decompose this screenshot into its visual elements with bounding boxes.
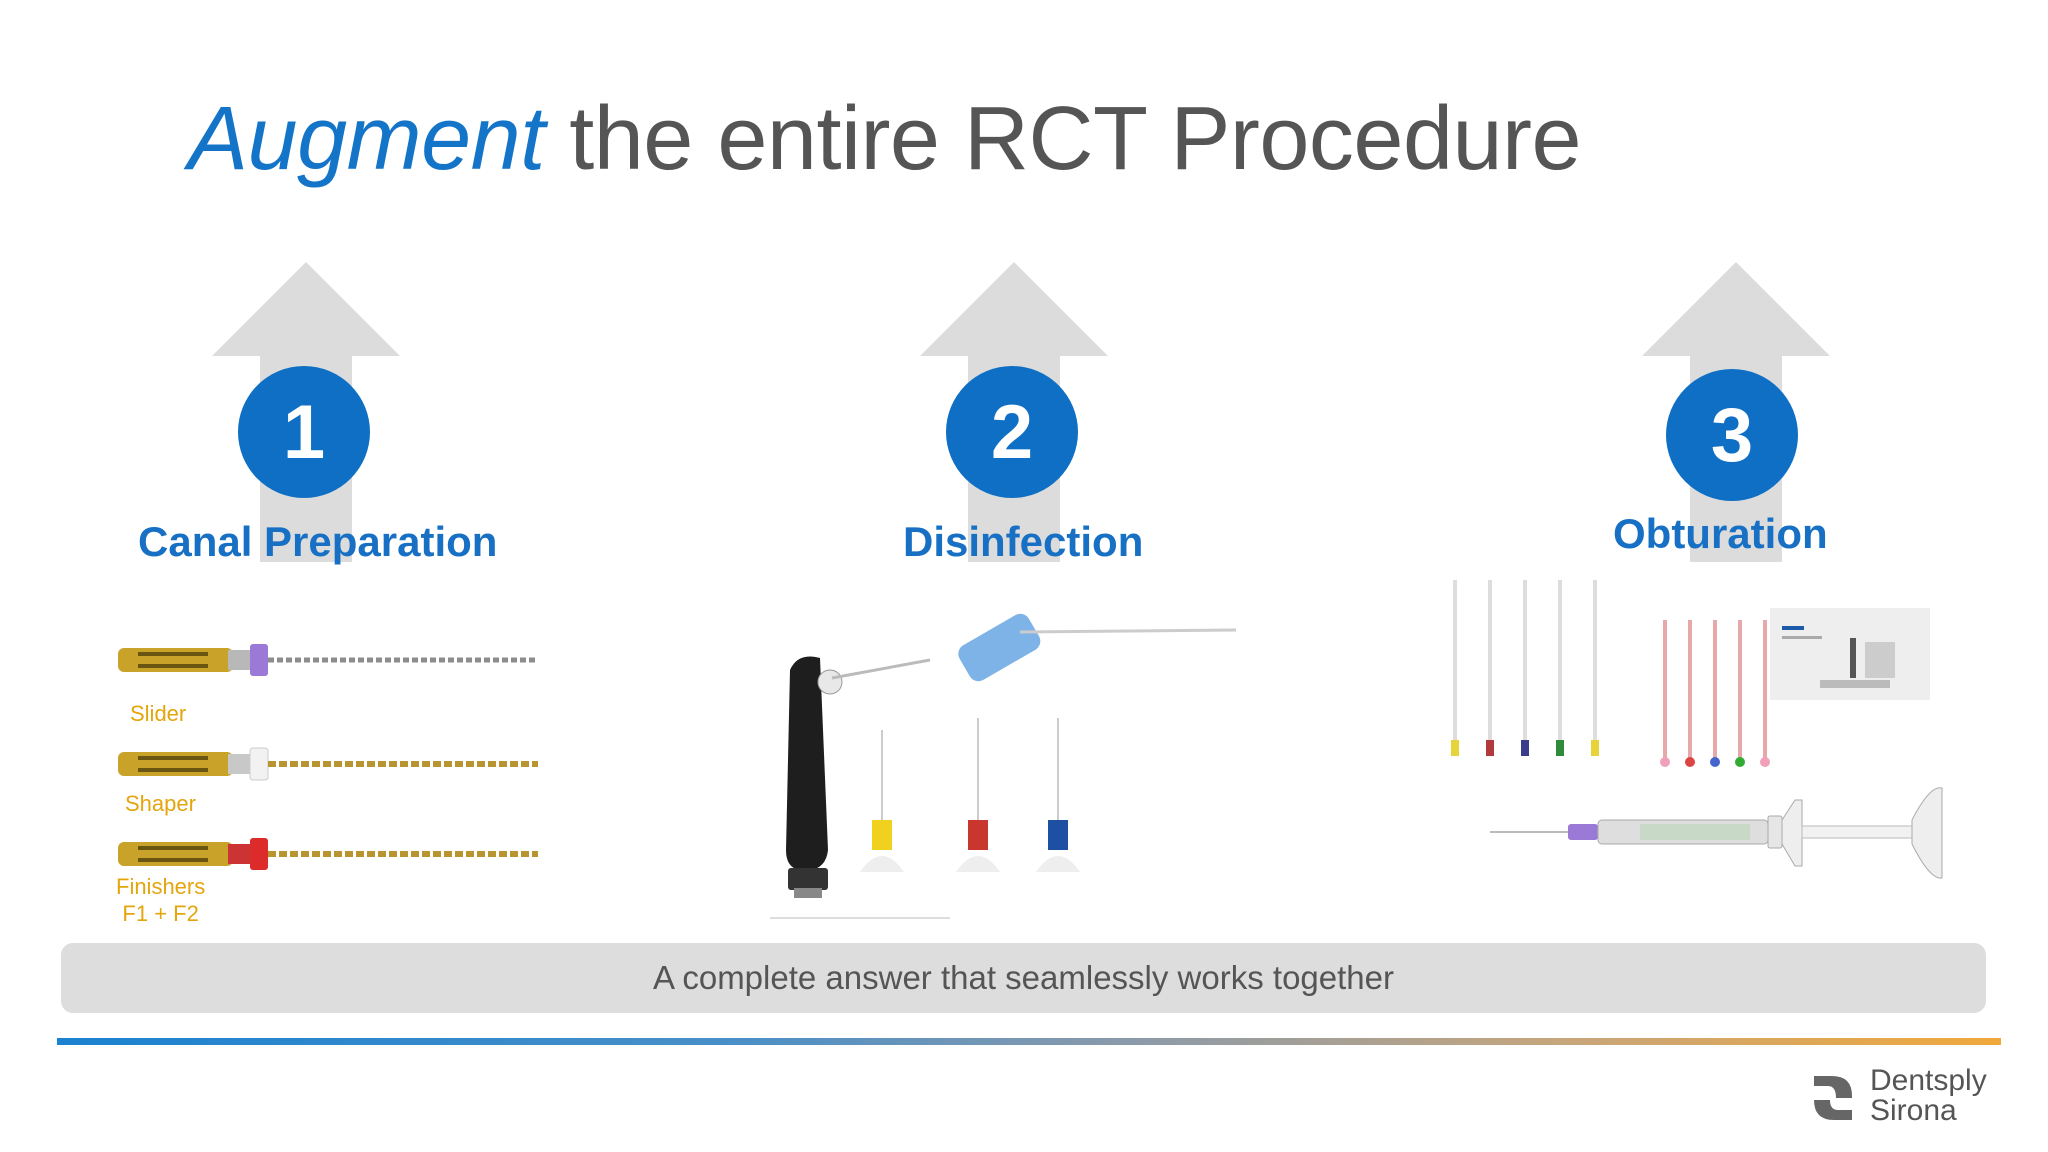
logo-text: Dentsply Sirona (1870, 1066, 1987, 1126)
sonic-activation-handpiece-icon (770, 613, 1237, 919)
sealer-syringe-icon (1490, 787, 1943, 879)
company-logo: Dentsply Sirona (1810, 1066, 2010, 1126)
summary-banner: A complete answer that seamlessly works … (61, 943, 1986, 1013)
title-rest: the entire RCT Procedure (544, 89, 1582, 189)
logo-line2: Sirona (1870, 1094, 1957, 1127)
gutta-percha-point-icon (1660, 620, 1770, 767)
step-3-label: Obturation (1613, 510, 1828, 557)
finishers-line1: Finishers (116, 874, 206, 899)
product-box-icon (1770, 608, 1930, 700)
finishers-label: Finishers F1 + F2 (116, 873, 205, 927)
step-1-label: Canal Preparation (138, 518, 498, 565)
footer-divider (57, 1038, 2001, 1045)
rotary-file-icon (118, 747, 538, 781)
step-1-badge: 1 (238, 366, 370, 498)
step-2-label: Disinfection (903, 518, 1144, 565)
slide-title: Augment the entire RCT Procedure (188, 89, 1582, 189)
finishers-line2: F1 + F2 (122, 901, 199, 926)
shaper-label: Shaper (125, 791, 196, 816)
slider-label: Slider (130, 701, 187, 726)
logo-line1: Dentsply (1870, 1064, 1987, 1097)
step-3-badge: 3 (1666, 369, 1798, 501)
rotary-file-icon (118, 644, 538, 676)
title-accent: Augment (188, 89, 545, 189)
logo-mark-icon (1814, 1076, 1852, 1120)
gutta-percha-point-icon (1451, 580, 1599, 756)
step-2-badge: 2 (946, 366, 1078, 498)
rotary-file-icon (118, 838, 538, 870)
